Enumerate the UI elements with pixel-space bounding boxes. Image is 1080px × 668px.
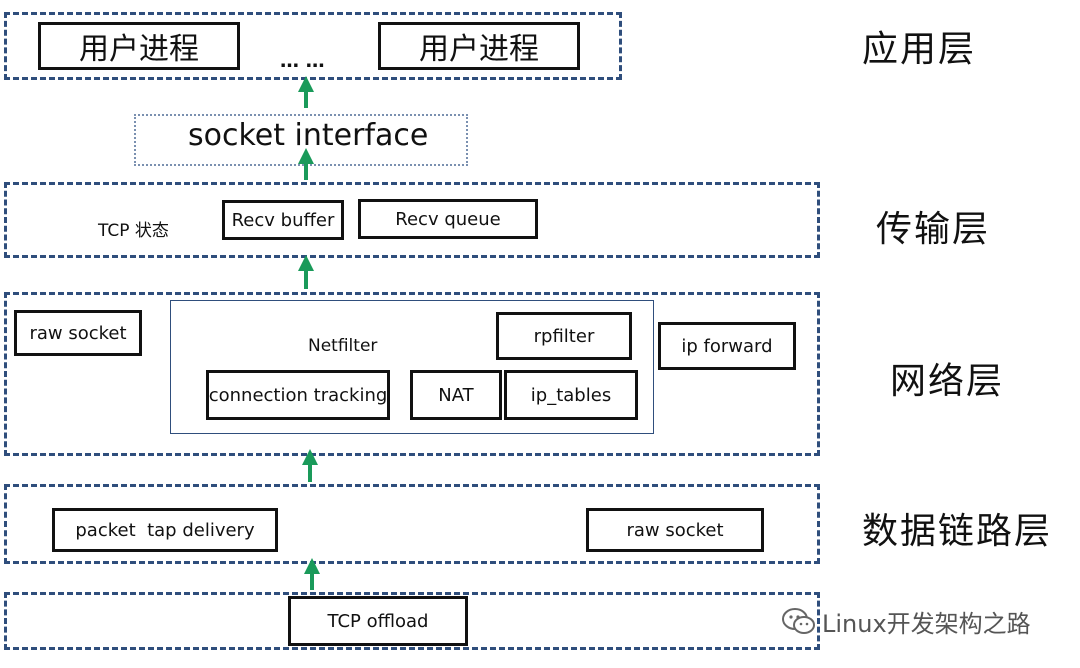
socket-interface-label: socket interface (188, 118, 429, 153)
transport-layer-label: 传输层 (876, 209, 991, 250)
user-process-label-2: 用户进程 (419, 32, 539, 67)
netfilter-label: Netfilter (308, 336, 378, 356)
watermark: Linux开发架构之路 (782, 604, 1031, 639)
application-layer-label: 应用层 (862, 29, 977, 70)
raw-socket-label-network: raw socket (29, 322, 127, 344)
nat-box: NAT (410, 370, 502, 420)
nic-layer (4, 592, 820, 650)
wechat-logo-icon (782, 607, 815, 634)
tcp-state-label: TCP 状态 (98, 221, 169, 241)
datalink-layer-label: 数据链路层 (862, 511, 1053, 552)
recv-buffer-label: Recv buffer (231, 209, 335, 231)
connection-tracking-box: connection tracking (206, 370, 390, 420)
tcp-offload-box: TCP offload (288, 596, 468, 646)
user-process-box-2: 用户进程 (378, 22, 580, 70)
recv-buffer-box: Recv buffer (222, 200, 344, 240)
ip-forward-label: ip forward (681, 335, 773, 357)
network-layer (4, 292, 820, 456)
watermark-text: Linux开发架构之路 (822, 610, 1031, 638)
user-process-box-1: 用户进程 (38, 22, 240, 70)
nat-label: NAT (438, 384, 474, 406)
raw-socket-label-datalink: raw socket (626, 519, 724, 541)
datalink-layer (4, 484, 820, 564)
tcp-offload-label: TCP offload (327, 610, 429, 632)
ip-tables-box: ip_tables (504, 370, 638, 420)
recv-queue-box: Recv queue (358, 199, 538, 239)
raw-socket-box-datalink: raw socket (586, 508, 764, 552)
transport-layer (4, 182, 820, 258)
ip-tables-label: ip_tables (530, 384, 612, 406)
ellipsis: … … (280, 50, 325, 72)
rpfilter-box: rpfilter (496, 312, 632, 360)
connection-tracking-label: connection tracking (208, 384, 388, 406)
packet-tap-delivery-label: packet tap delivery (75, 519, 255, 541)
network-layer-label: 网络层 (890, 361, 1005, 402)
user-process-label-1: 用户进程 (79, 32, 199, 67)
packet-tap-delivery-box: packet tap delivery (52, 508, 278, 552)
raw-socket-box-network: raw socket (14, 310, 142, 356)
recv-queue-label: Recv queue (395, 208, 501, 230)
rpfilter-label: rpfilter (533, 325, 595, 347)
ip-forward-box: ip forward (658, 322, 796, 370)
netfilter-container (170, 300, 654, 434)
socket-interface-box (134, 114, 468, 166)
